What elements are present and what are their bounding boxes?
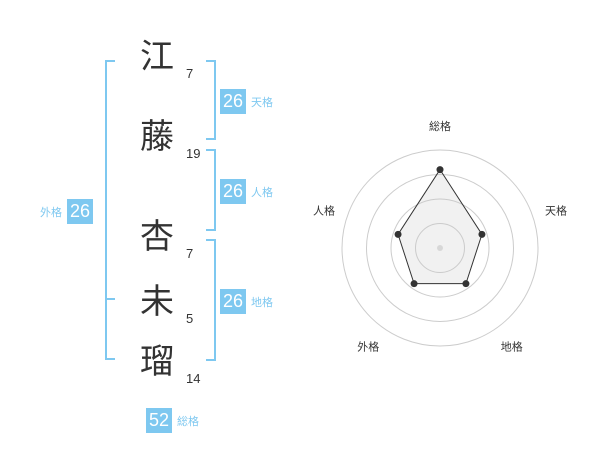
name-char: 江 — [140, 37, 174, 77]
radar-center — [437, 245, 443, 251]
radar-area — [397, 168, 483, 285]
radar-axis-label: 天格 — [545, 203, 567, 217]
name-char: 未 — [140, 282, 174, 322]
chikaku-value: 26 — [220, 289, 247, 314]
chikaku-badge-group: 26 地格 — [220, 289, 273, 314]
radar-point — [478, 230, 486, 238]
stroke-count: 7 — [186, 246, 194, 261]
radar-axis-label: 外格 — [357, 340, 379, 354]
radar-point — [436, 166, 444, 174]
name-char: 藤 — [140, 117, 174, 157]
jinkaku-value: 26 — [220, 179, 247, 204]
radar-ring — [415, 223, 465, 273]
radar-ring — [390, 198, 490, 298]
tenkaku-label: 天格 — [251, 95, 274, 109]
radar-point — [410, 280, 418, 288]
stroke-count: 5 — [186, 311, 194, 326]
gaikaku-label: 外格 — [40, 205, 62, 219]
radar-axis-label: 人格 — [313, 203, 335, 217]
radar-point — [394, 230, 402, 238]
tenkaku-badge-group: 26 天格 — [220, 89, 273, 114]
radar-ring — [341, 149, 539, 347]
jinkaku-badge-group: 26 人格 — [220, 179, 273, 204]
soukaku-label: 総格 — [177, 414, 200, 428]
soukaku-badge-group: 52 総格 — [146, 408, 199, 433]
chikaku-label: 地格 — [251, 295, 274, 309]
radar-point — [462, 280, 470, 288]
stroke-count: 19 — [186, 146, 201, 161]
gaikaku-value: 26 — [67, 199, 94, 224]
stroke-count: 7 — [186, 66, 194, 81]
radar-axis-label: 総格 — [429, 119, 451, 133]
name-char: 杏 — [140, 217, 174, 257]
gaikaku-badge-group: 外格 26 — [40, 199, 94, 224]
jinkaku-label: 人格 — [251, 185, 274, 199]
radar-ring — [366, 174, 514, 322]
soukaku-value: 52 — [146, 408, 173, 433]
name-char: 瑠 — [140, 342, 174, 382]
stroke-count: 14 — [186, 371, 201, 386]
tenkaku-value: 26 — [220, 89, 247, 114]
radar-axis-label: 地格 — [501, 340, 523, 354]
